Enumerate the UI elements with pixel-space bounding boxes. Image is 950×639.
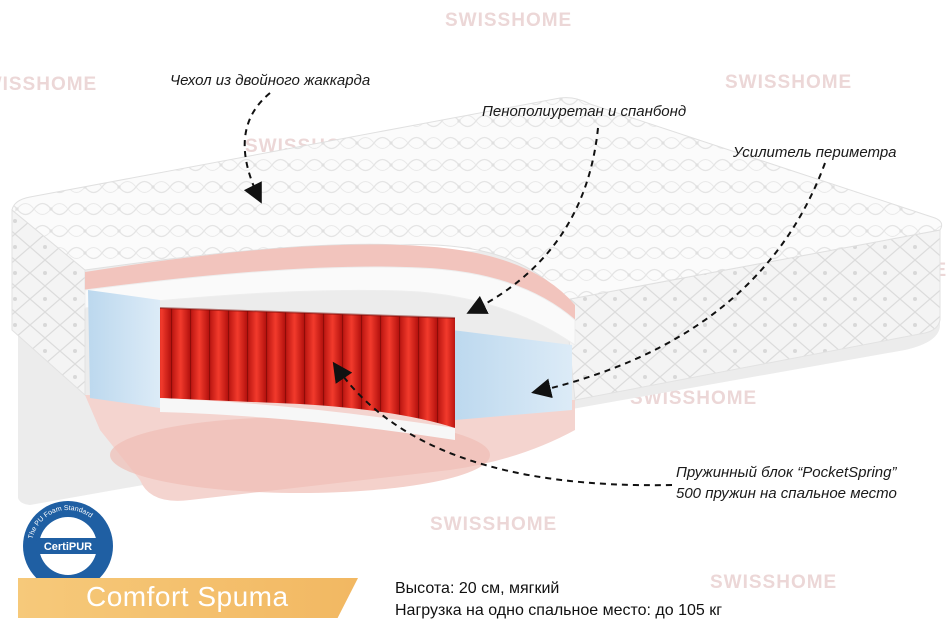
callout-spring-count: 500 пружин на спальное место	[676, 485, 897, 502]
certipur-badge: The PU Foam Standard CertiPUR	[23, 501, 113, 591]
watermark: SWISSHOME	[430, 514, 558, 535]
watermark: SWISSHOME	[630, 388, 758, 409]
certipur-logo-text: CertiPUR	[44, 541, 92, 553]
callout-perimeter: Усилитель периметра	[733, 144, 897, 161]
product-name: Comfort Spuma	[86, 581, 289, 612]
callout-spring-block: Пружинный блок “PocketSpring”	[676, 464, 897, 481]
leader-cover	[243, 92, 271, 204]
leader-springs	[332, 361, 673, 487]
callout-cover: Чехол из двойного жаккарда	[170, 72, 371, 89]
watermark: SWISSHOME	[725, 72, 853, 93]
product-ribbon	[18, 578, 358, 618]
callout-foam: Пенополиуретан и спанбонд	[482, 103, 687, 120]
watermark: SWISSHOME	[0, 74, 98, 95]
product-specs: Высота: 20 см, мягкий Нагрузка на одно с…	[395, 578, 722, 622]
leader-foam	[466, 127, 599, 314]
watermark: SWISSHOME	[445, 10, 573, 31]
spec-height: Высота: 20 см, мягкий	[395, 580, 560, 597]
watermark: SWISSHOME	[710, 572, 838, 593]
leader-perimeter	[531, 162, 826, 399]
spec-load: Нагрузка на одно спальное место: до 105 …	[395, 602, 723, 619]
